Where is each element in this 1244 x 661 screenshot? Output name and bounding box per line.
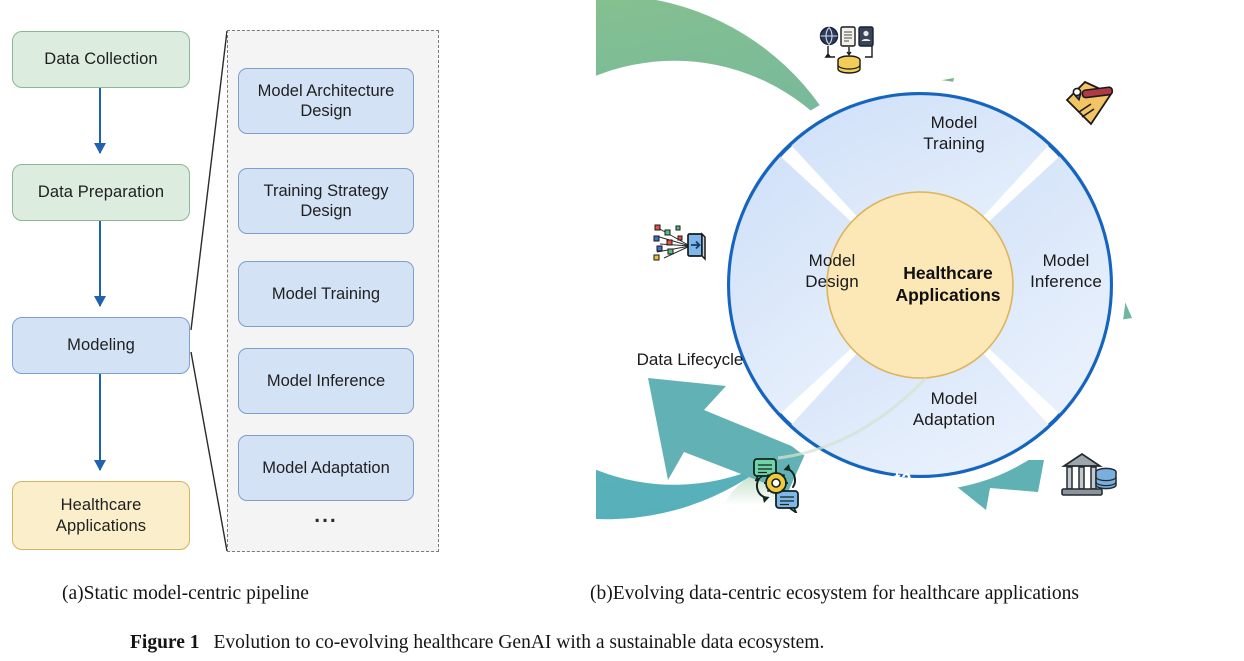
node-modeling[interactable]: Modeling xyxy=(12,317,190,374)
sub-node-model-adaptation[interactable]: Model Adaptation xyxy=(238,435,414,501)
stage-line-2: Training xyxy=(923,134,985,154)
sub-node-model-inference[interactable]: Model Inference xyxy=(238,348,414,414)
center-label: Healthcare Applications xyxy=(848,262,1048,307)
arrow-collection-to-preparation xyxy=(99,88,102,153)
data-acquisition-icon xyxy=(653,224,706,261)
sub-node-model-training[interactable]: Model Training xyxy=(238,261,414,327)
arrow-modeling-to-healthcare xyxy=(99,374,102,470)
figure-caption: Figure 1 Evolution to co-evolving healthc… xyxy=(130,632,824,654)
feedback-loop-gear-icon xyxy=(753,458,799,513)
sub-node-label: Model Training xyxy=(271,284,381,303)
institution-database-icon xyxy=(1061,452,1117,496)
center-circle-healthcare-applications xyxy=(826,191,1014,379)
stage-line-1: Model xyxy=(930,389,978,408)
center-label-line-1: Healthcare xyxy=(903,263,993,283)
sub-node-model-architecture-design[interactable]: Model Architecture Design xyxy=(238,68,414,134)
label-tag-pen-icon xyxy=(1065,80,1114,126)
healthcare-line-2: Applications xyxy=(55,516,147,535)
healthcare-line-1: Healthcare xyxy=(60,496,142,515)
inner-wedges xyxy=(730,95,1110,475)
feedback-swoosh xyxy=(777,376,928,460)
data-ingestion-icon xyxy=(819,26,874,74)
node-data-collection[interactable]: Data Collection xyxy=(12,31,190,88)
stage-model-adaptation-label: Model Adaptation xyxy=(884,388,1024,430)
arrow-preparation-to-modeling xyxy=(99,221,102,306)
stage-line-1: Model xyxy=(808,251,856,270)
sub-node-training-strategy-design[interactable]: Training Strategy Design xyxy=(238,168,414,234)
panel-a-static-pipeline: Data Collection Data Preparation Modelin… xyxy=(0,0,470,570)
sub-node-label: Model Adaptation xyxy=(262,458,390,477)
node-data-preparation[interactable]: Data Preparation xyxy=(12,164,190,221)
center-label-line-2: Applications xyxy=(895,285,1001,306)
figure-caption-label: Figure 1 xyxy=(130,632,200,653)
stage-line-2: Inference xyxy=(1030,272,1102,292)
ecosystem-wheel-graphic xyxy=(596,0,1132,520)
stage-line-1: Model xyxy=(1042,251,1090,270)
node-data-collection-label: Data Collection xyxy=(44,50,158,69)
stage-line-2: Design xyxy=(805,272,859,292)
sub-node-label: Training Strategy Design xyxy=(263,181,389,220)
data-lifecycle-label: Data Lifecycle xyxy=(636,350,744,369)
panel-b-data-centric-ecosystem: Model Training Model Inference Model Ada… xyxy=(596,0,1244,570)
node-modeling-label: Modeling xyxy=(67,336,135,355)
node-healthcare-applications[interactable]: Healthcare Applications xyxy=(12,481,190,550)
figure-caption-text: Evolution to co-evolving healthcare GenA… xyxy=(213,632,825,653)
sub-node-ellipsis: ... xyxy=(314,504,338,527)
sub-node-label: Model Architecture Design xyxy=(257,81,395,120)
stage-model-training-label: Model Training xyxy=(884,112,1024,154)
stage-model-design-label: Model Design xyxy=(762,250,902,292)
node-data-preparation-label: Data Preparation xyxy=(37,183,165,202)
stage-model-inference-label: Model Inference xyxy=(996,250,1136,292)
stage-line-1: Model xyxy=(930,113,978,132)
subcaption-b: (b)Evolving data-centric ecosystem for h… xyxy=(590,583,1079,604)
subcaption-a: (a)Static model-centric pipeline xyxy=(62,583,309,604)
stage-line-2: Adaptation xyxy=(912,410,996,430)
sub-node-label: Model Inference xyxy=(266,371,386,390)
node-healthcare-applications-label: Healthcare Applications xyxy=(56,495,146,535)
